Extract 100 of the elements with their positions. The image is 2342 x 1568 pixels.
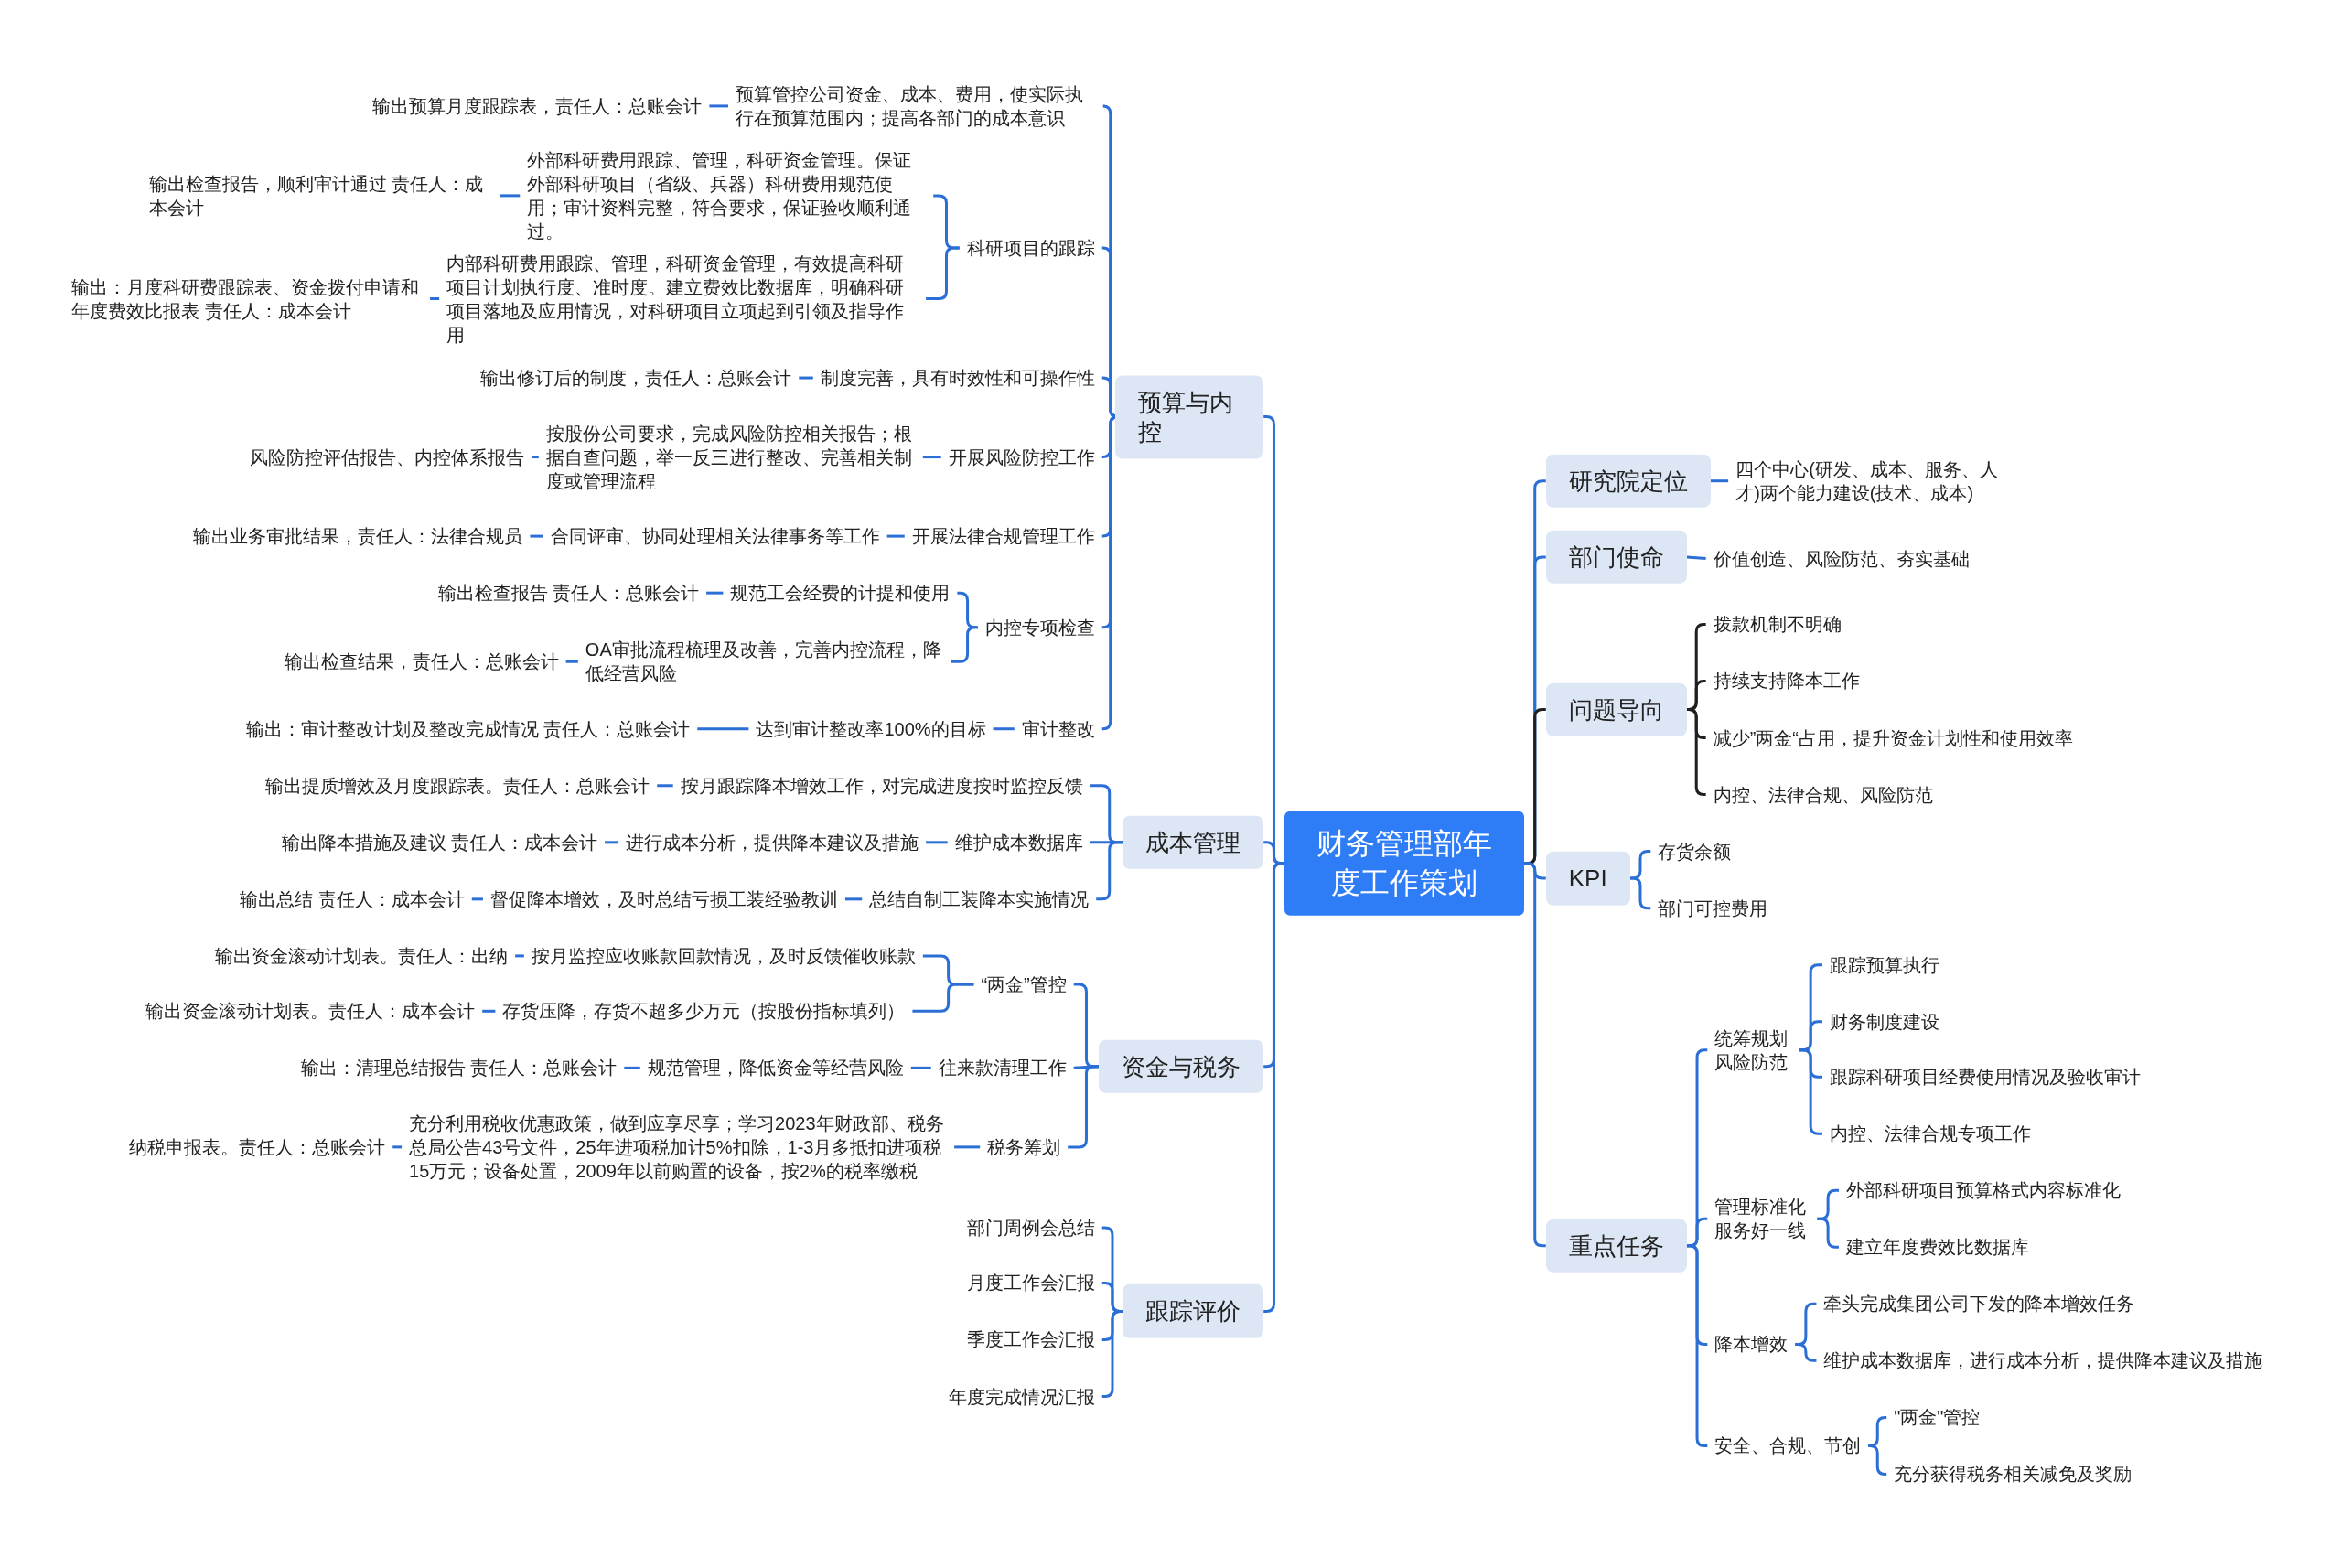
branch-line (515, 954, 524, 958)
branch-line (799, 376, 813, 380)
topic-text: 开展法律合规管理工作 (904, 521, 1102, 552)
branch-line (912, 983, 974, 1013)
topic-text: 总结自制工装降本实施情况 (862, 884, 1097, 914)
topic-text: 规范管理，降低资金等经营风险 (639, 1053, 911, 1083)
branch-line (926, 841, 948, 844)
topic-text: 四个中心(研发、成本、服务、人才)两个能力建设(技术、成本) (1728, 454, 2029, 508)
topic-text: 外部科研项目预算格式内容标准化 (1838, 1176, 2128, 1206)
branch-line (565, 660, 578, 663)
topic-text: “两金”管控 (973, 969, 1074, 999)
branch-line (500, 194, 521, 198)
topic-text: 输出业务审批结果，责任人：法律合规员 (186, 521, 531, 552)
topic-text: 年度完成情况汇报 (940, 1381, 1102, 1412)
branch-line (430, 297, 440, 300)
branch-line (922, 456, 941, 459)
topic-box: 跟踪评价 (1123, 1284, 1264, 1338)
topic-text: 制度完善，具有时效性和可操作性 (812, 363, 1102, 393)
topic-text: 统筹规划风险防范 (1707, 1023, 1799, 1077)
branch-line (1817, 1217, 1839, 1249)
topic-text: OA审批流程梳理及改善，完善内控流程，降低经营风险 (577, 635, 951, 689)
topic-text: 税务筹划 (980, 1132, 1069, 1162)
topic-text: 维护成本数据库 (947, 827, 1090, 857)
topic-text: 督促降本增效，及时总结亏损工装经验教训 (482, 884, 845, 914)
topic-text: 内控专项检查 (977, 612, 1102, 642)
topic-text: 建立年度费效比数据库 (1838, 1232, 2036, 1262)
topic-text: 财务制度建设 (1822, 1006, 1947, 1036)
topic-text: 存货余额 (1650, 836, 1739, 866)
topic-text: 内控、法律合规、风险防范 (1705, 779, 1940, 810)
topic-text: 输出降本措施及建议 责任人：成本会计 (274, 827, 606, 857)
topic-box: 成本管理 (1123, 815, 1264, 870)
branch-line (605, 841, 619, 844)
topic-text: 外部科研费用跟踪、管理，科研资金管理。保证外部科研项目（省级、兵器）科研费用规范使用；审计资料完整，符合要求，保证验收顺利通过。 (520, 145, 934, 246)
branch-line (657, 784, 673, 788)
topic-box: 部门使命 (1545, 530, 1687, 585)
topic-text: 跟踪预算执行 (1822, 950, 1947, 980)
topic-text: 部门可控费用 (1650, 893, 1776, 923)
branch-line (392, 1145, 403, 1149)
branch-line (709, 104, 728, 108)
topic-text: 内部科研费用跟踪、管理，科研资金管理，有效提高科研项目计划执行度、准时度。建立费效比数据库，明确科研项目落地及应用情况，对科研项目立项起到引领及指导作用 (439, 248, 927, 349)
topic-box: 重点任务 (1545, 1219, 1687, 1273)
topic-text: 风险防控评估报告、内控体系报告 (242, 442, 532, 472)
topic-text: 充分利用税收优惠政策，做到应享尽享；学习2023年财政部、税务总局公告43号文件，25年进项税加计5%扣除，1-3月多抵扣进项税15万元；设备处置，2009年以前购置的设备，按2%的税率缴税 (402, 1108, 955, 1186)
topic-text: 维护成本数据库，进行成本分析，提供降本建议及措施 (1816, 1346, 2271, 1376)
topic-text: 输出总结 责任人：成本会计 (232, 884, 472, 914)
topic-text: 纳税申报表。责任人：总账会计 (122, 1132, 393, 1162)
branch-line (530, 534, 543, 538)
topic-text: 持续支持降本工作 (1705, 666, 1867, 696)
branch-line (624, 1066, 640, 1069)
topic-text: 存货压降，存货不超多少万元（按股份指标填列） (495, 996, 913, 1026)
branch-line (697, 727, 749, 731)
topic-text: 牵头完成集团公司下发的降本增效任务 (1816, 1289, 2143, 1319)
branch-line (706, 591, 724, 595)
topic-text: 预算管控公司资金、成本、费用，使实际执行在预算范围内；提高各部门的成本意识 (728, 79, 1105, 133)
branch-line (1263, 862, 1284, 1313)
topic-text: 输出提质增效及月度跟踪表。责任人：总账会计 (258, 770, 658, 800)
topic-text: 输出修订后的制度，责任人：总账会计 (473, 363, 800, 393)
topic-text: 合同评审、协同处理相关法律事务等工作 (543, 521, 887, 552)
branch-line (471, 897, 483, 901)
topic-text: 往来款清理工作 (930, 1053, 1074, 1083)
topic-text: 月度工作会汇报 (959, 1268, 1102, 1298)
topic-text: 减少”两金“占用，提升资金计划性和使用效率 (1705, 723, 2080, 753)
topic-text: 按月跟踪降本增效工作，对完成进度按时监控反馈 (672, 770, 1090, 800)
branch-line (1686, 708, 1706, 797)
topic-text: 降本增效 (1707, 1329, 1796, 1359)
topic-text: 按股份公司要求，完成风险防控相关报告；根据自查问题，举一反三进行整改、完善相关制度或管理流程 (538, 418, 923, 496)
branch-line (993, 727, 1015, 731)
topic-text: 价值创造、风险防范、夯实基础 (1705, 543, 1977, 574)
branch-line (1686, 1244, 1708, 1447)
topic-text: 规范工会经费的计提和使用 (723, 578, 958, 608)
topic-box: KPI (1545, 851, 1630, 906)
topic-text: 输出：月度科研费跟踪表、资金拨付申请和年度费效比报表 责任人：成本会计 (64, 272, 431, 326)
topic-text: 输出检查结果，责任人：总账会计 (276, 647, 566, 677)
topic-text: 科研项目的跟踪 (959, 233, 1102, 263)
topic-box: 预算与内控 (1115, 375, 1264, 458)
topic-text: 充分获得税务相关减免及奖励 (1886, 1459, 2140, 1489)
branch-line (844, 897, 863, 901)
branch-line (1096, 841, 1123, 901)
topic-text: 输出资金滚动计划表。责任人：出纳 (208, 940, 516, 971)
topic-text: 进行成本分析，提供降本建议及措施 (618, 827, 927, 857)
topic-text: "两金"管控 (1886, 1402, 1988, 1433)
topic-text: 部门周例会总结 (959, 1213, 1102, 1243)
central-topic-box: 财务管理部年度工作策划 (1284, 811, 1524, 916)
topic-text: 输出：审计整改计划及整改完成情况 责任人：总账会计 (238, 714, 698, 744)
topic-text: 跟踪科研项目经费使用情况及验收审计 (1822, 1062, 2148, 1092)
topic-text: 输出：清理总结报告 责任人：总账会计 (293, 1053, 625, 1083)
branch-line (532, 456, 539, 459)
topic-text: 管理标准化服务好一线 (1707, 1192, 1818, 1246)
topic-text: 拨款机制不明确 (1705, 609, 1849, 639)
topic-text: 输出检查报告，顺利审计通过 责任人：成本会计 (141, 168, 500, 222)
topic-text: 输出预算月度跟踪表，责任人：总账会计 (365, 91, 710, 121)
branch-line (910, 1066, 931, 1069)
topic-text: 达到审计整改率100%的目标 (748, 714, 994, 744)
branch-line (1710, 479, 1729, 483)
branch-line (1795, 1342, 1817, 1362)
topic-text: 安全、合规、节创 (1707, 1431, 1869, 1461)
branch-line (482, 1009, 496, 1013)
branch-line (886, 534, 905, 538)
topic-text: 内控、法律合规专项工作 (1822, 1119, 2038, 1149)
topic-box: 资金与税务 (1099, 1039, 1264, 1093)
